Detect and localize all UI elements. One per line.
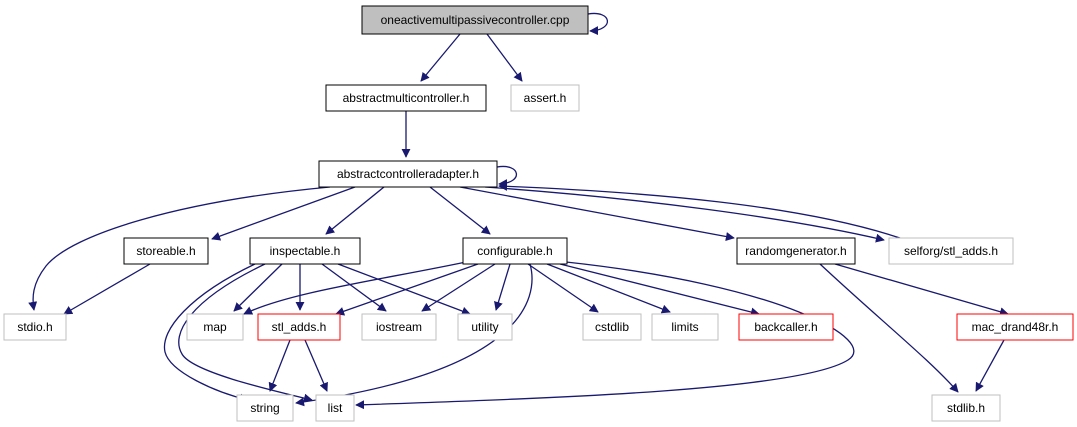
node-box bbox=[123, 237, 209, 265]
node-label: inspectable.h bbox=[270, 244, 341, 258]
edge-aca-to-aca bbox=[496, 165, 517, 189]
edge-configurable-to-limits bbox=[546, 263, 671, 314]
edge-randomgen-to-stdlib bbox=[819, 263, 959, 393]
node-list: list bbox=[315, 394, 355, 422]
edge-randomgen-to-macdrand bbox=[834, 263, 1009, 317]
node-label: map bbox=[203, 320, 227, 334]
edge-inspectable-to-map bbox=[233, 263, 283, 312]
node-amc[interactable]: abstractmulticontroller.h bbox=[325, 84, 487, 112]
node-box bbox=[236, 394, 294, 422]
node-label: stl_adds.h bbox=[272, 320, 327, 334]
node-label: stdio.h bbox=[17, 320, 52, 334]
edge-stladds-to-string bbox=[268, 339, 291, 392]
node-iostream: iostream bbox=[361, 313, 437, 341]
edge-aca-to-inspectable bbox=[325, 186, 385, 235]
node-label: backcaller.h bbox=[754, 320, 817, 334]
node-stdio: stdio.h bbox=[3, 313, 67, 341]
node-label: list bbox=[328, 401, 343, 415]
node-box bbox=[956, 313, 1074, 341]
edge-inspectable-to-iostream bbox=[321, 263, 387, 312]
node-stladds[interactable]: stl_adds.h bbox=[257, 313, 341, 341]
edge-inspectable-to-utility bbox=[337, 263, 471, 316]
edge-inspectable-to-list bbox=[178, 263, 313, 403]
node-box bbox=[457, 313, 513, 341]
node-inspectable[interactable]: inspectable.h bbox=[249, 237, 361, 265]
node-aca[interactable]: abstractcontrolleradapter.h bbox=[318, 160, 498, 188]
node-backcaller[interactable]: backcaller.h bbox=[738, 313, 834, 341]
edge-configurable-to-cstdlib bbox=[527, 263, 599, 313]
edge-root-to-amc bbox=[420, 33, 461, 82]
node-box bbox=[318, 160, 498, 188]
node-label: abstractcontrolleradapter.h bbox=[337, 167, 479, 181]
node-limits: limits bbox=[651, 313, 719, 341]
edge-inspectable-to-string bbox=[163, 263, 256, 403]
node-string: string bbox=[236, 394, 294, 422]
node-box bbox=[257, 313, 341, 341]
node-box bbox=[582, 313, 642, 341]
node-box bbox=[462, 237, 568, 265]
node-box bbox=[249, 237, 361, 265]
node-box bbox=[888, 237, 1014, 265]
node-label: limits bbox=[671, 320, 698, 334]
nodes: oneactivemultipassivecontroller.cpp abstr… bbox=[3, 5, 1074, 422]
node-label: abstractmulticontroller.h bbox=[343, 91, 470, 105]
node-box bbox=[361, 5, 589, 35]
node-label: iostream bbox=[376, 320, 422, 334]
node-label: cstdlib bbox=[595, 320, 629, 334]
edges bbox=[28, 12, 1009, 410]
node-stdlib: stdlib.h bbox=[931, 394, 1001, 422]
node-box bbox=[651, 313, 719, 341]
edge-root-to-assert bbox=[486, 33, 523, 82]
node-box bbox=[3, 313, 67, 341]
node-selforg: selforg/stl_adds.h bbox=[888, 237, 1014, 265]
node-box bbox=[931, 394, 1001, 422]
node-label: utility bbox=[471, 320, 498, 334]
node-label: selforg/stl_adds.h bbox=[904, 244, 998, 258]
node-configurable[interactable]: configurable.h bbox=[462, 237, 568, 265]
edge-aca-to-storeable bbox=[211, 186, 356, 241]
edge-configurable-to-map bbox=[243, 261, 467, 315]
edge-configurable-to-backcaller bbox=[559, 263, 760, 317]
edge-aca-to-randomgen bbox=[459, 186, 735, 241]
node-box bbox=[315, 394, 355, 422]
node-label: randomgenerator.h bbox=[745, 244, 846, 258]
edge-configurable-to-stladds bbox=[335, 263, 479, 316]
node-label: mac_drand48r.h bbox=[972, 320, 1059, 334]
node-root[interactable]: oneactivemultipassivecontroller.cpp bbox=[361, 5, 589, 35]
node-macdrand[interactable]: mac_drand48r.h bbox=[956, 313, 1074, 341]
node-label: string bbox=[250, 401, 279, 415]
node-label: stdlib.h bbox=[947, 401, 985, 415]
node-randomgen[interactable]: randomgenerator.h bbox=[736, 237, 856, 265]
node-box bbox=[738, 313, 834, 341]
node-box bbox=[361, 313, 437, 341]
edge-configurable-to-utility bbox=[494, 263, 511, 311]
edge-macdrand-to-stdlib bbox=[975, 339, 1005, 392]
edge-aca-to-selforg bbox=[484, 186, 885, 243]
node-box bbox=[510, 84, 580, 112]
node-box bbox=[186, 313, 244, 341]
edge-configurable-to-list bbox=[355, 261, 855, 410]
node-label: assert.h bbox=[524, 91, 567, 105]
node-box bbox=[325, 84, 487, 112]
node-utility: utility bbox=[457, 313, 513, 341]
edge-configurable-to-iostream bbox=[421, 263, 496, 312]
node-assert: assert.h bbox=[510, 84, 580, 112]
edge-root-to-root bbox=[587, 12, 608, 36]
edge-aca-to-stdio bbox=[28, 186, 331, 311]
node-label: oneactivemultipassivecontroller.cpp bbox=[381, 13, 570, 27]
edge-stladds-to-list bbox=[304, 339, 328, 392]
node-cstdlib: cstdlib bbox=[582, 313, 642, 341]
node-label: configurable.h bbox=[477, 244, 552, 258]
edge-storeable-to-stdio bbox=[63, 263, 151, 315]
edge-selforg-to-aca bbox=[498, 181, 901, 239]
node-box bbox=[736, 237, 856, 265]
edge-aca-to-configurable bbox=[429, 186, 491, 235]
node-map: map bbox=[186, 313, 244, 341]
node-label: storeable.h bbox=[136, 244, 195, 258]
node-storeable[interactable]: storeable.h bbox=[123, 237, 209, 265]
